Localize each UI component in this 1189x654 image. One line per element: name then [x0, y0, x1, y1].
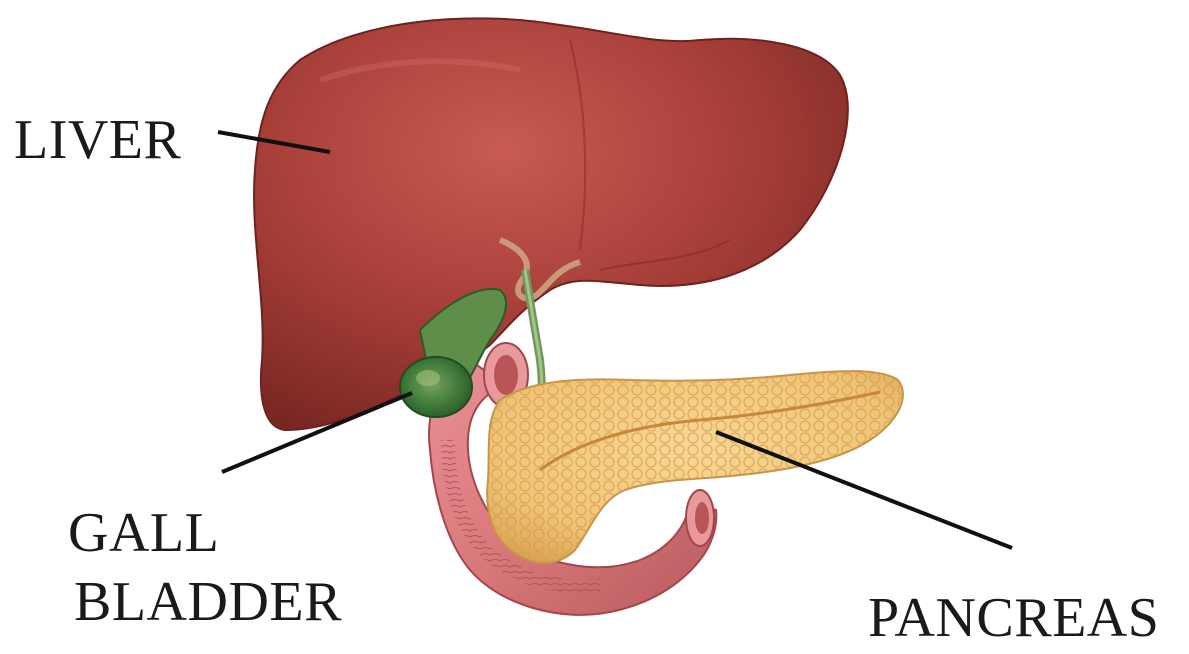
liver	[254, 18, 848, 430]
label-gallbladder-line1: GALL	[68, 505, 219, 561]
label-liver: LIVER	[14, 112, 181, 168]
label-pancreas: PANCREAS	[868, 590, 1159, 646]
leader-line-pancreas	[716, 432, 1012, 548]
label-gallbladder-line2: BLADDER	[74, 574, 342, 630]
